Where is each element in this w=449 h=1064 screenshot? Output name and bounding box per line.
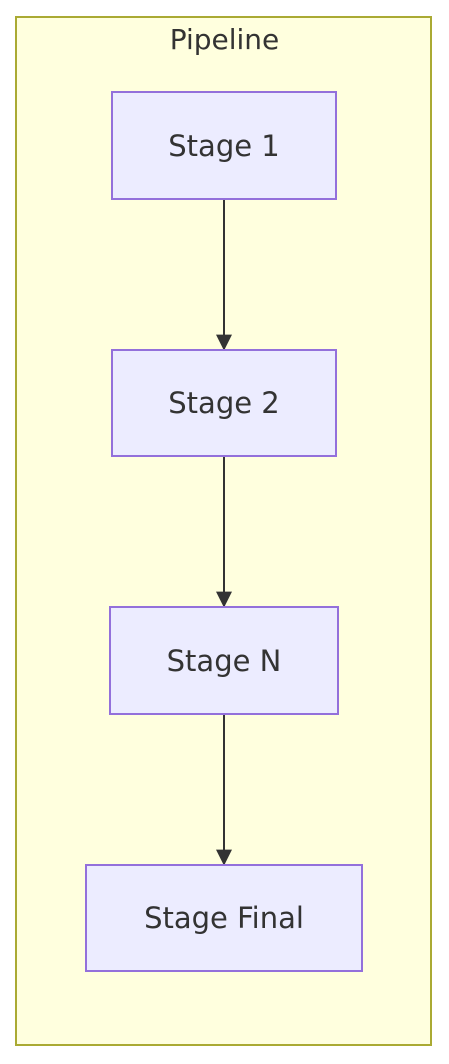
cluster-title: Pipeline <box>169 23 280 56</box>
node-stageFinal: Stage Final <box>85 864 363 972</box>
node-stageN: Stage N <box>109 606 339 715</box>
node-stageFinal-label: Stage Final <box>144 901 304 935</box>
node-stage2-label: Stage 2 <box>168 386 280 420</box>
node-stageN-label: Stage N <box>166 643 282 678</box>
node-stage1: Stage 1 <box>111 91 337 200</box>
node-stage2: Stage 2 <box>111 349 337 457</box>
node-stage1-label: Stage 1 <box>168 128 280 163</box>
